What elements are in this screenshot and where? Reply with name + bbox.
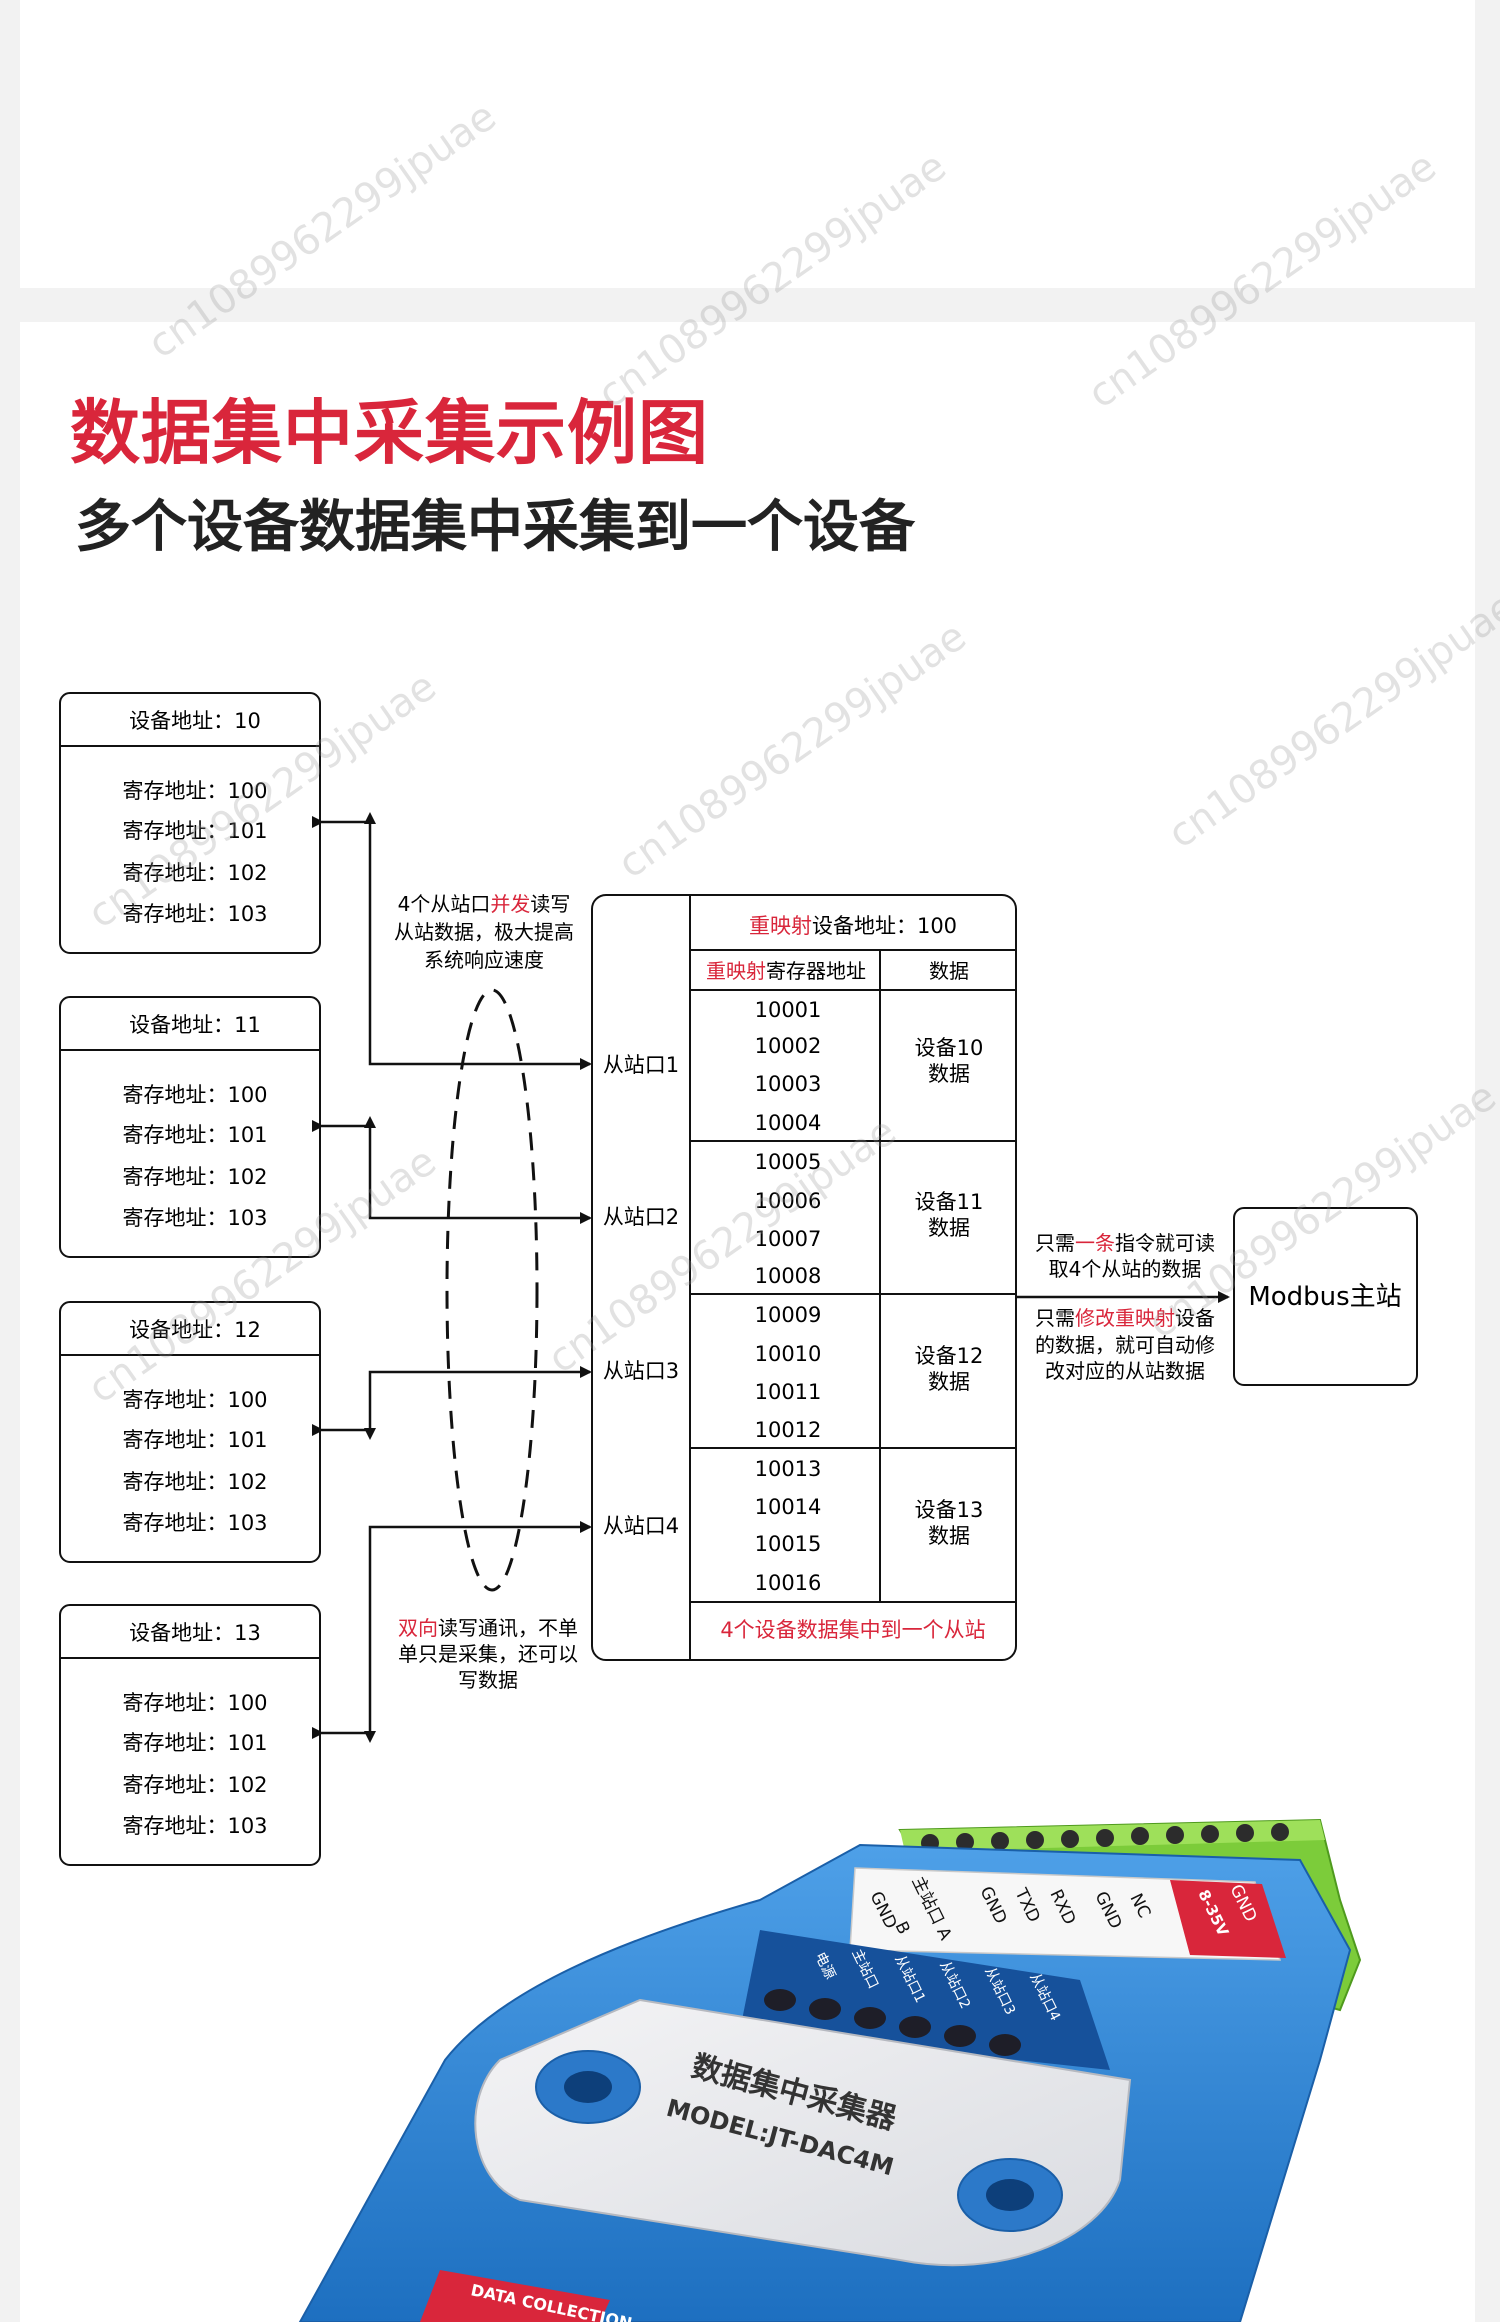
device-header: 设备地址：13: [129, 1621, 261, 1645]
brand-stripe: [420, 2270, 610, 2322]
port-label-2: 从站口2: [603, 1205, 679, 1229]
remap-col-address: 重映射寄存器地址: [706, 959, 866, 983]
device-box-11: 设备地址：11 寄存地址：100 寄存地址：101 寄存地址：102 寄存地址：…: [59, 996, 321, 1258]
svg-text:从站数据，极大提高: 从站数据，极大提高: [394, 920, 574, 944]
register-label: 寄存地址：103: [122, 1814, 267, 1838]
svg-text:10010: 10010: [755, 1342, 822, 1366]
svg-text:只需一条指令就可读: 只需一条指令就可读: [1035, 1231, 1215, 1255]
svg-text:数据: 数据: [928, 1062, 970, 1086]
terminal-label-strip: [849, 1867, 1282, 1961]
svg-text:10007: 10007: [755, 1227, 822, 1251]
connector-lines: [364, 812, 1230, 1743]
register-label: 寄存地址：101: [122, 819, 267, 843]
svg-text:单只是采集，还可以: 单只是采集，还可以: [398, 1642, 578, 1666]
main-card: 数据集中采集示例图 多个设备数据集中采集到一个设备 设备地址：10 寄存地: [20, 322, 1475, 2322]
svg-text:设备11: 设备11: [915, 1190, 984, 1214]
port-label-4: 从站口4: [603, 1514, 679, 1538]
remap-slave-box: 重映射设备地址：100 重映射寄存器地址 数据 从站口1 从站口2 从站口3 从…: [591, 894, 1017, 1661]
svg-text:10001: 10001: [755, 998, 822, 1022]
link-device10-port1: [364, 812, 592, 1070]
terminal-screws: [921, 1823, 1289, 1852]
note-bidirectional: 双向读写通讯，不单 单只是采集，还可以 写数据: [398, 1616, 578, 1692]
svg-text:设备12: 设备12: [915, 1344, 984, 1368]
status-leds: [764, 1989, 1021, 2056]
power-label-red: [1170, 1880, 1286, 1958]
register-label: 寄存地址：102: [122, 1773, 267, 1797]
register-label: 寄存地址：100: [122, 1691, 267, 1715]
svg-text:10015: 10015: [755, 1532, 822, 1556]
svg-text:10013: 10013: [755, 1457, 822, 1481]
svg-text:10008: 10008: [755, 1264, 822, 1288]
svg-text:双向读写通讯，不单: 双向读写通讯，不单: [398, 1616, 578, 1640]
remap-col-data: 数据: [929, 959, 969, 983]
collection-diagram: 设备地址：10 寄存地址：100 寄存地址：101 寄存地址：102 寄存地址：…: [59, 692, 1418, 2322]
register-label: 寄存地址：102: [122, 1470, 267, 1494]
svg-text:Modbus主站: Modbus主站: [1248, 1282, 1401, 1312]
svg-text:4个从站口并发读写: 4个从站口并发读写: [398, 892, 571, 916]
collector-device-illustration: GND 主站口 A B GND TXD RXD GND NC GND 8-35V…: [298, 1818, 1362, 2322]
register-label: 寄存地址：100: [122, 779, 267, 803]
svg-text:10002: 10002: [755, 1034, 822, 1058]
device-header: 设备地址：10: [129, 709, 261, 733]
remap-header: 重映射设备地址：100: [749, 914, 957, 938]
port-label-1: 从站口1: [603, 1053, 679, 1077]
svg-text:数据: 数据: [928, 1370, 970, 1394]
device-header: 设备地址：12: [129, 1318, 261, 1342]
note-master-write: 只需修改重映射设备 的数据，就可自动修 改对应的从站数据: [1035, 1306, 1215, 1383]
device-box-10: 设备地址：10 寄存地址：100 寄存地址：101 寄存地址：102 寄存地址：…: [59, 692, 321, 954]
register-label: 寄存地址：102: [122, 1165, 267, 1189]
remap-footer: 4个设备数据集中到一个从站: [720, 1618, 985, 1642]
svg-text:取4个从站的数据: 取4个从站的数据: [1049, 1257, 1202, 1281]
link-device12-port3: [364, 1366, 592, 1440]
link-device11-port2: [364, 1116, 592, 1224]
note-master-read: 只需一条指令就可读 取4个从站的数据: [1035, 1231, 1215, 1281]
device-header: 设备地址：11: [129, 1013, 261, 1037]
svg-text:10016: 10016: [755, 1571, 822, 1595]
svg-text:设备13: 设备13: [915, 1498, 984, 1522]
svg-text:改对应的从站数据: 改对应的从站数据: [1045, 1359, 1205, 1383]
device-box-12: 设备地址：12 寄存地址：100 寄存地址：101 寄存地址：102 寄存地址：…: [59, 1301, 321, 1563]
register-label: 寄存地址：102: [122, 861, 267, 885]
register-label: 寄存地址：101: [122, 1428, 267, 1452]
register-label: 寄存地址：103: [122, 902, 267, 926]
modbus-master-box: Modbus主站: [1233, 1207, 1418, 1386]
register-label: 寄存地址：100: [122, 1388, 267, 1412]
svg-text:10009: 10009: [755, 1303, 822, 1327]
svg-text:10004: 10004: [755, 1111, 822, 1135]
svg-text:10003: 10003: [755, 1072, 822, 1096]
svg-text:只需修改重映射设备: 只需修改重映射设备: [1035, 1306, 1215, 1330]
device-box-13: 设备地址：13 寄存地址：100 寄存地址：101 寄存地址：102 寄存地址：…: [59, 1604, 321, 1866]
svg-text:10005: 10005: [755, 1150, 822, 1174]
svg-text:10011: 10011: [755, 1380, 822, 1404]
register-label: 寄存地址：100: [122, 1083, 267, 1107]
svg-text:设备10: 设备10: [915, 1036, 984, 1060]
register-label: 寄存地址：101: [122, 1123, 267, 1147]
register-label: 寄存地址：103: [122, 1511, 267, 1535]
svg-text:写数据: 写数据: [458, 1668, 518, 1692]
svg-text:10012: 10012: [755, 1418, 822, 1442]
svg-text:10006: 10006: [755, 1189, 822, 1213]
svg-text:数据: 数据: [928, 1216, 970, 1240]
register-label: 寄存地址：103: [122, 1206, 267, 1230]
register-label: 寄存地址：101: [122, 1731, 267, 1755]
page-subtitle: 多个设备数据集中采集到一个设备: [75, 495, 915, 560]
concurrent-ellipse: [445, 988, 539, 1592]
top-card: [20, 0, 1475, 288]
svg-text:系统响应速度: 系统响应速度: [424, 948, 544, 972]
note-concurrent: 4个从站口并发读写 从站数据，极大提高 系统响应速度: [394, 892, 574, 972]
remap-addresses: 10001 10002 10003 10004 10005 10006 1000…: [755, 998, 822, 1595]
mounting-holes: [535, 2050, 1063, 2232]
svg-text:的数据，就可自动修: 的数据，就可自动修: [1035, 1333, 1215, 1357]
remap-data-labels: 设备10 数据 设备11 数据 设备12 数据 设备13 数据: [915, 1036, 984, 1548]
page-title: 数据集中采集示例图: [70, 392, 709, 474]
link-device13-port4: [364, 1521, 592, 1743]
svg-text:数据: 数据: [928, 1524, 970, 1548]
svg-text:10014: 10014: [755, 1495, 822, 1519]
port-label-3: 从站口3: [603, 1359, 679, 1383]
